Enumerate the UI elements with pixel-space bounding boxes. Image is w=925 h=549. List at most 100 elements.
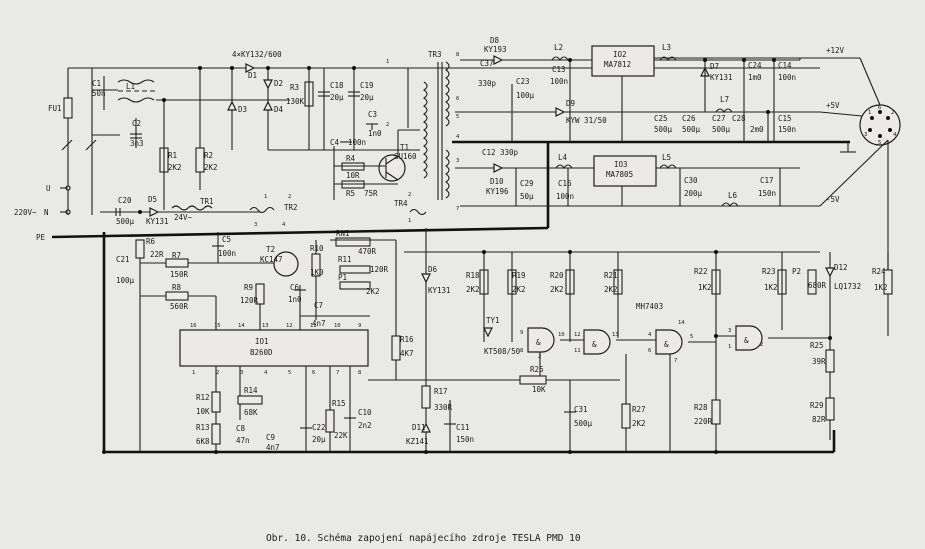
c11-label: C11	[456, 423, 470, 432]
rail-label-5v: +5V	[826, 101, 840, 110]
gate-1-ic: 2	[538, 354, 541, 360]
c20-value: 500µ	[116, 217, 135, 226]
d11-label: D11	[412, 423, 426, 432]
resistor-r12	[211, 391, 221, 413]
wire-conn-m5v	[819, 139, 889, 207]
tr4-pin-1: 1	[408, 218, 411, 224]
d10-type: KY196	[486, 187, 509, 196]
r29-label: R29	[810, 401, 824, 410]
c18-value: 20µ	[330, 93, 344, 102]
inductor-l4	[555, 164, 573, 169]
l6-label: L6	[728, 191, 738, 200]
junction	[352, 66, 356, 70]
rail-label-12v: +12V	[826, 46, 845, 55]
io1-pin-11: 11	[310, 323, 317, 329]
g3-pin-gnd: 7	[674, 358, 677, 364]
junction	[742, 58, 746, 62]
r9-value: 120R	[240, 296, 259, 305]
conn-pin-label-5: 5	[878, 140, 881, 146]
transformer-tr4	[409, 208, 427, 216]
t1-name: T1	[400, 143, 409, 152]
conn-pin-label-2: 2	[891, 110, 894, 116]
resistor-r28	[711, 399, 721, 425]
junction	[568, 58, 572, 62]
r7-value: 150R	[170, 270, 189, 279]
c22-value: 20µ	[312, 435, 326, 444]
r10-value: 1K0	[310, 268, 324, 277]
r28-value: 220R	[694, 417, 713, 426]
r20-label: R20	[550, 271, 564, 280]
r19-label: R19	[512, 271, 526, 280]
tr1-label: TR1	[200, 197, 214, 206]
c30-value: 200µ	[684, 189, 703, 198]
r23-value: 1K2	[764, 283, 778, 292]
c31-value: 500µ	[574, 419, 593, 428]
c19-label: C19	[360, 81, 374, 90]
tr3-secondary-b	[445, 149, 450, 199]
ic-io1-type: B260D	[250, 348, 273, 357]
tr3-prim-pin-2: 2	[386, 122, 389, 128]
c17-value: 150n	[758, 189, 776, 198]
c18-label: C18	[330, 81, 344, 90]
io1-pin-6: 6	[312, 370, 315, 376]
c19-value: 20µ	[360, 93, 374, 102]
r21-value: 2K2	[604, 285, 618, 294]
terminal-label-mains: 220V~	[14, 208, 37, 217]
tr3-secondary-a	[445, 61, 450, 127]
c13-value: 100n	[550, 77, 568, 86]
r20-value: 2K2	[550, 285, 564, 294]
diode-d4	[263, 100, 273, 111]
c27-label: C27	[712, 114, 726, 123]
r25-value: 39R	[812, 357, 826, 366]
ic-io4-type: MH7403	[636, 302, 663, 311]
ty1-type: KT508/50	[484, 347, 521, 356]
pe-rail	[51, 140, 856, 454]
r22-label: R22	[694, 267, 708, 276]
d3-label: D3	[238, 105, 247, 114]
g2-pin-in-b: 11	[574, 348, 581, 354]
g1-pin-in-a: 9	[520, 330, 523, 336]
diode-d10	[493, 163, 504, 173]
junction	[703, 58, 707, 62]
c22-label: C22	[312, 423, 326, 432]
d12-type: LQ1732	[834, 282, 861, 291]
din-pin-6	[878, 110, 882, 114]
ic-io3	[593, 155, 657, 187]
c24-label: C24	[748, 61, 762, 70]
tr3-pin-5: 5	[456, 114, 459, 120]
tr4-label: TR4	[394, 199, 408, 208]
r23-label: R23	[762, 267, 776, 276]
r8-label: R8	[172, 283, 182, 292]
junction	[424, 450, 428, 454]
junction-dots	[102, 58, 832, 454]
ic-io1-name: IO1	[255, 337, 269, 346]
resistor-r26	[519, 375, 547, 385]
inductor-l2	[551, 56, 569, 61]
resistor-r9	[255, 283, 265, 305]
r17-label: R17	[434, 387, 448, 396]
rail-label-m5v: -5V	[826, 195, 840, 204]
din-pin-5	[878, 134, 882, 138]
conn-pin-label-4: 4	[893, 132, 897, 138]
nand-gate-3	[655, 329, 683, 355]
nand-gate-4	[735, 325, 763, 351]
t2-name: T2	[266, 245, 275, 254]
tr2-pin-3: 3	[254, 222, 257, 228]
d10-label: D10	[490, 177, 504, 186]
io1-block	[135, 232, 620, 452]
junction	[772, 58, 776, 62]
d6-type: KY131	[428, 286, 451, 295]
c4-value: 100n	[348, 138, 366, 147]
conn-pin-label-1: 1	[868, 110, 871, 116]
switch-u	[61, 139, 73, 151]
r25-label: R25	[810, 341, 824, 350]
mains-input	[60, 67, 820, 215]
c27-value: 500µ	[712, 125, 731, 134]
c23-label: C23	[516, 77, 530, 86]
c26-label: C26	[682, 114, 696, 123]
resistor-rn1	[335, 237, 371, 247]
junction	[568, 250, 572, 254]
d5-type: KY131	[146, 217, 169, 226]
c14-value: 100n	[778, 73, 796, 82]
c11-value: 150n	[456, 435, 474, 444]
